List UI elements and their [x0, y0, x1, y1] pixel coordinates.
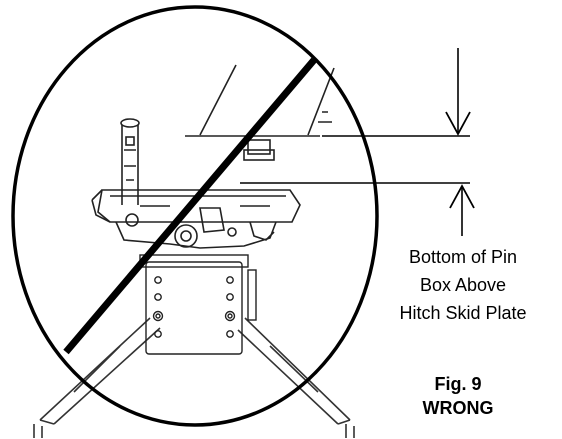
callout-line-2: Box Above — [420, 275, 506, 295]
figure-status: WRONG — [423, 398, 494, 418]
measurement-indicators — [240, 48, 470, 236]
figure-number: Fig. 9 — [434, 374, 481, 394]
prohibition-slash — [63, 57, 317, 355]
down-arrow-icon — [445, 111, 471, 136]
prohibition-circle — [11, 5, 379, 427]
up-arrow-icon — [449, 184, 475, 209]
hitch-stand-legs — [33, 317, 355, 438]
callout-line-3: Hitch Skid Plate — [399, 303, 526, 323]
mounting-plate — [139, 254, 257, 355]
pin-box — [185, 64, 335, 161]
release-handle — [120, 118, 140, 205]
callout-line-1: Bottom of Pin — [409, 247, 517, 267]
